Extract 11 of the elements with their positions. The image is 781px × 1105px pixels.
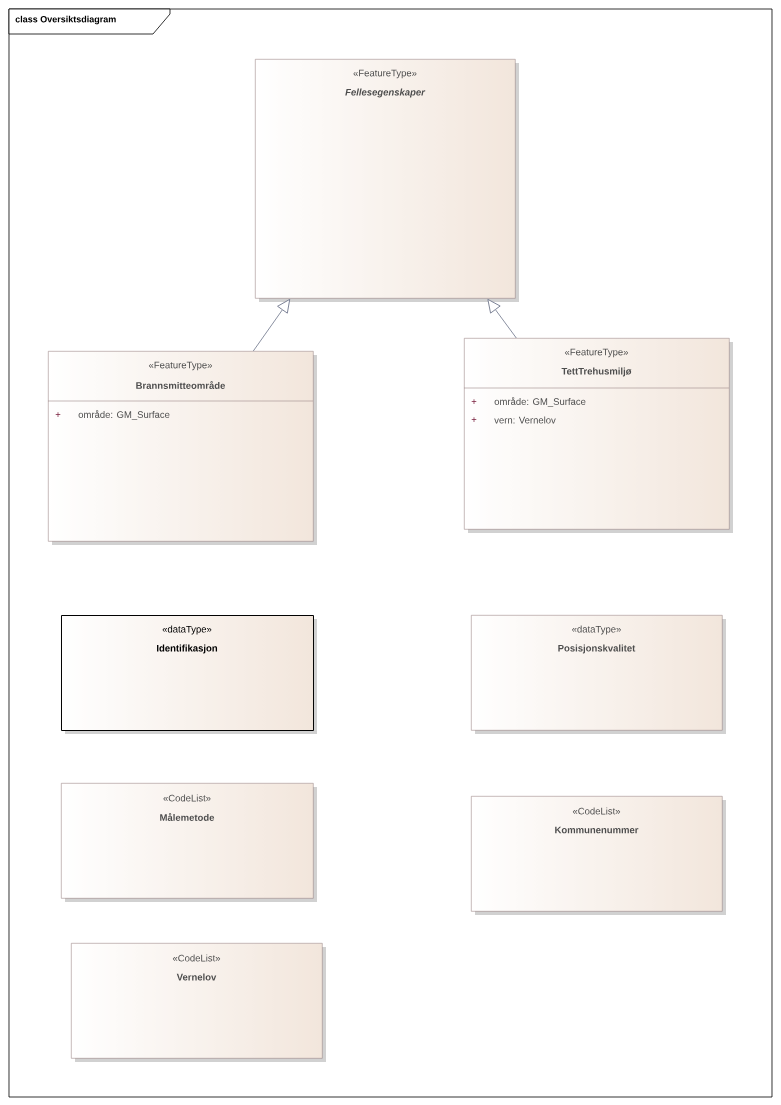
class-box: «CodeList» Målemetode [61,783,317,902]
class-box: «CodeList» Vernelov [71,943,326,1062]
generalization-arrow [487,298,517,339]
class-box: «FeatureType» TettTrehusmiljø + område: GM_Surface + vern: Vernelov [463,338,733,533]
class-box: «FeatureType» Brannsmitteområde + område: GM_Surface [47,351,317,545]
class-box: «FeatureType» Fellesegenskaper [255,59,519,302]
generalization-arrow [252,299,291,352]
frame-label: class Oversiktsdiagram [8,8,171,35]
class-box: «CodeList» Kommunenummer [471,796,726,915]
class-box: «dataType» Posisjonskvalitet [471,615,726,734]
class-box: «dataType» Identifikasjon [61,615,317,734]
